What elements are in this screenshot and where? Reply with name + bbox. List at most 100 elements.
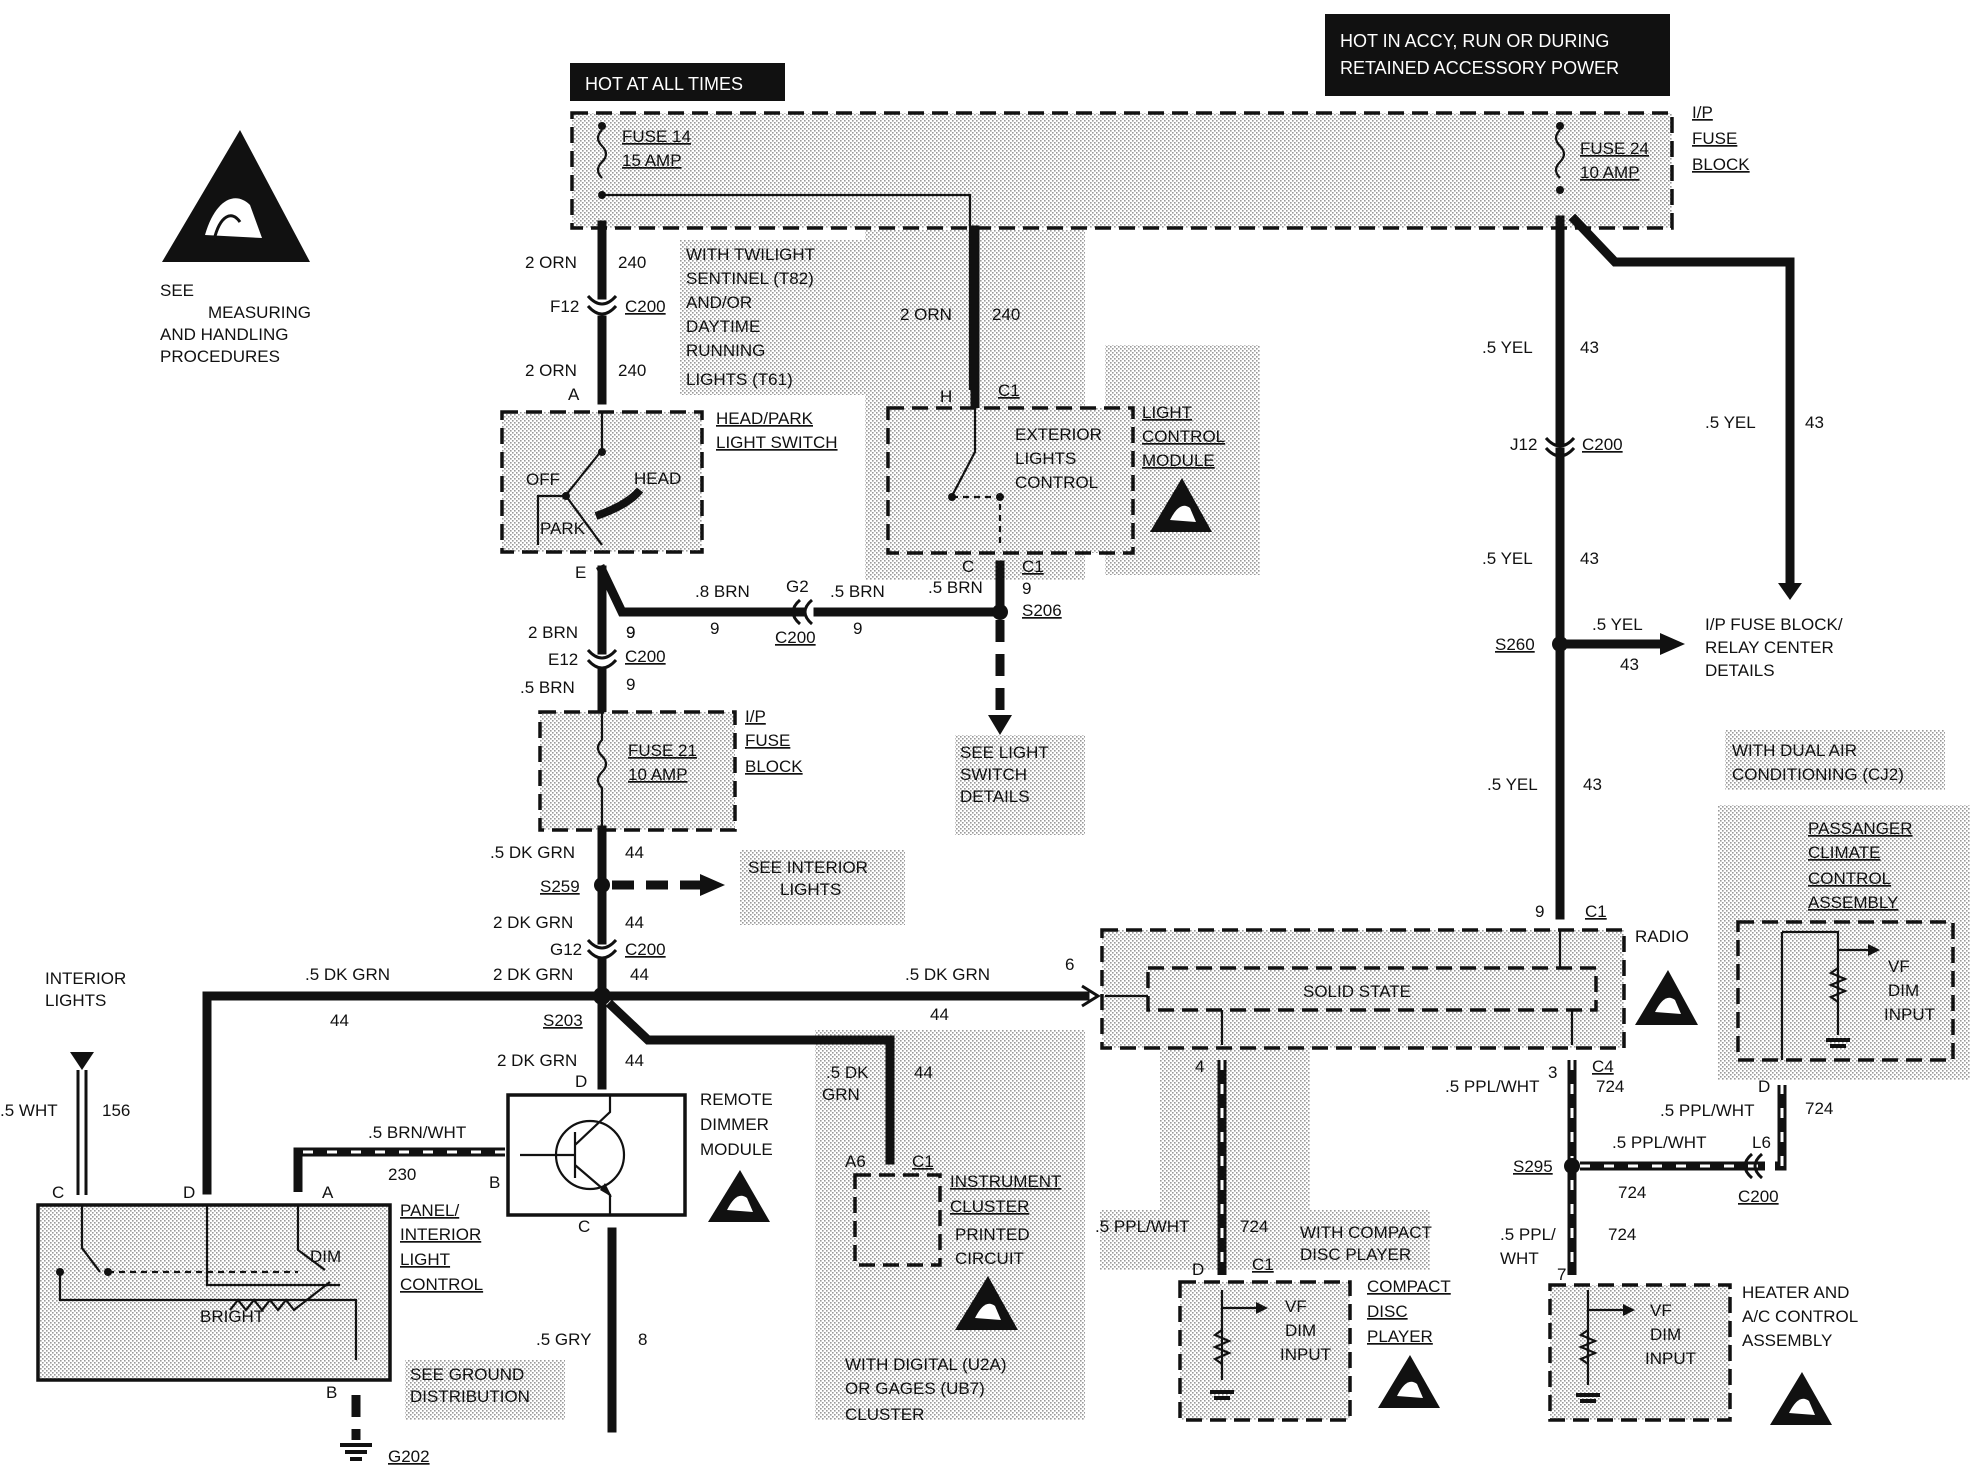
hot-accy-text-1: HOT IN ACCY, RUN OR DURING [1340,31,1609,51]
vf-dim-pc-3: INPUT [1884,1005,1935,1024]
label-wht: .5 WHT [0,1101,58,1120]
fuse-24-label-1: FUSE 24 [1580,139,1649,158]
label-yel-sn: 43 [1620,655,1639,674]
label-pin-a: A [568,385,580,404]
label-8: 8 [638,1330,647,1349]
label-c1-a6: C1 [912,1152,934,1171]
label-240-a: 240 [618,253,646,272]
s260-arrow-icon [1660,633,1685,655]
radio-input-arrow-icon [1081,984,1101,1008]
label-pin4: 4 [1195,1057,1204,1076]
label-yel-rn: 43 [1805,413,1824,432]
see-interior-bg [740,850,905,925]
label-bright: BRIGHT [200,1307,264,1326]
vf-dim-pc-1: VF [1888,957,1910,976]
label-dkgrn-r: .5 DK GRN [905,965,990,984]
lcm-esd-icon [1150,478,1212,532]
head-park-label-1: HEAD/PARK [716,409,814,428]
label-e12: E12 [548,650,578,669]
lcm-label-1: LIGHT [1142,403,1192,422]
splice-s206 [992,604,1008,620]
label-pin7: 7 [1557,1265,1566,1284]
ip-fuse-block-top-label-1: I/P [1692,103,1713,122]
label-c200-j: C200 [1582,435,1623,454]
head-park-switch-icon [536,412,644,546]
label-head: HEAD [634,469,681,488]
label-pin-c2: C [578,1217,590,1236]
label-pin9: 9 [1535,902,1544,921]
label-2orn-a: 2 ORN [525,253,577,272]
see-lightswitch-1: SEE LIGHT [960,743,1049,762]
label-9c: 9 [853,619,862,638]
label-yel-1n: 43 [1580,338,1599,357]
label-off: OFF [526,470,560,489]
esd-note-3: AND HANDLING [160,325,288,344]
label-44d: 44 [625,1051,644,1070]
esd-note-4: PROCEDURES [160,347,280,366]
twilight-note-4: DAYTIME [686,317,760,336]
label-ppl-7a: .5 PPL/ [1500,1225,1556,1244]
passenger-3: CONTROL [1808,869,1891,888]
fuse-24-icon [1554,122,1566,194]
label-724s: 724 [1618,1183,1646,1202]
label-pin-c3: C [52,1183,64,1202]
label-pin-e: E [575,563,586,582]
label-9a: 9 [626,623,635,642]
wire-wht-156 [76,1070,88,1195]
splice-s259 [594,877,610,893]
label-brn-5a: .5 BRN [830,582,885,601]
label-pin-dcd: D [1192,1260,1204,1279]
esd-note-2: MEASURING [208,303,311,322]
ip-fuse-block-mid-3: BLOCK [745,757,803,776]
fuse-21-icon [596,712,608,830]
connector-c200-g2 [791,598,814,626]
label-156: 156 [102,1101,130,1120]
see-lightswitch-bg [955,735,1085,835]
label-pin-d3: D [183,1183,195,1202]
see-interior-1: SEE INTERIOR [748,858,868,877]
panel-control-1: PANEL/ [400,1201,459,1220]
interior-lights-1: INTERIOR [45,969,126,988]
label-c1-r: C1 [1585,902,1607,921]
heater-2: A/C CONTROL [1742,1307,1858,1326]
label-pin-h: H [940,387,952,406]
vf-dim-cd-1: VF [1285,1297,1307,1316]
hot-accy-banner [1325,14,1670,96]
radio-box [1100,928,1626,1050]
cd-stripe-bg [1160,1045,1310,1245]
instrument-4: CIRCUIT [955,1249,1024,1268]
label-2orn-c: 2 ORN [900,305,952,324]
label-c1-c: C1 [1022,557,1044,576]
label-gry: .5 GRY [536,1330,591,1349]
label-s203: S203 [543,1011,583,1030]
label-pin-d2: D [1758,1077,1770,1096]
label-j12: J12 [1510,435,1537,454]
label-9e: 9 [626,675,635,694]
label-240-b: 240 [618,361,646,380]
see-interior-arrow-icon [700,874,725,896]
label-c4: C4 [1592,1057,1614,1076]
label-44l: 44 [330,1011,349,1030]
solid-state-box [1146,966,1598,1012]
label-44e: 44 [914,1063,933,1082]
dual-air-bg [1725,730,1945,790]
label-dkgrn-2: 2 DK GRN [493,913,573,932]
heater-3: ASSEMBLY [1742,1331,1832,1350]
instrument-2: CLUSTER [950,1197,1029,1216]
label-l6: L6 [1752,1133,1771,1152]
lcm-switch-icon [948,408,1004,545]
label-44r: 44 [930,1005,949,1024]
yel-branch-arrow-icon [1778,583,1802,600]
label-pin-d: D [575,1072,587,1091]
label-brnwht: .5 BRN/WHT [368,1123,466,1142]
label-pin6: 6 [1065,955,1074,974]
connector-c200-j12 [1544,436,1576,458]
label-44a: 44 [625,843,644,862]
label-yel-1: .5 YEL [1482,338,1533,357]
relay-center-2: RELAY CENTER [1705,638,1834,657]
label-brn-8: .8 BRN [695,582,750,601]
cd-player-1: COMPACT [1367,1277,1451,1296]
dual-air-1: WITH DUAL AIR [1732,741,1857,760]
label-dkgrn-5: .5 DK [826,1063,869,1082]
wire-dkgrn-left [202,991,607,1195]
